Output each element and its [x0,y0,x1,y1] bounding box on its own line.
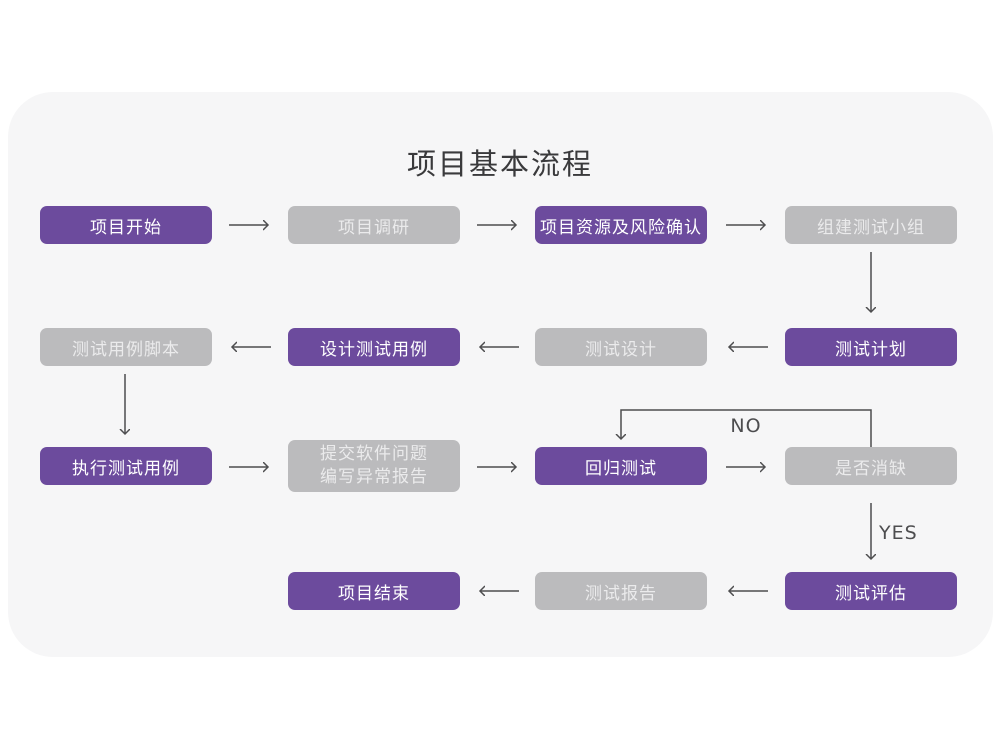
no-branch-label: NO [730,415,762,437]
yes-branch-label: YES [879,522,918,544]
diagram-panel [8,92,993,657]
node-test-plan: 测试计划 [785,328,957,366]
node-build-test-team: 组建测试小组 [785,206,957,244]
node-defect-cleared: 是否消缺 [785,447,957,485]
node-submit-issue-report-line1: 提交软件问题 [320,444,428,465]
node-project-end: 项目结束 [288,572,460,610]
node-test-report: 测试报告 [535,572,707,610]
node-project-start: 项目开始 [40,206,212,244]
node-test-design: 测试设计 [535,328,707,366]
node-resource-risk-confirm: 项目资源及风险确认 [535,206,707,244]
diagram-title: 项目基本流程 [406,147,593,181]
node-design-test-case: 设计测试用例 [288,328,460,366]
node-execute-test-case: 执行测试用例 [40,447,212,485]
node-test-evaluation: 测试评估 [785,572,957,610]
node-submit-issue-report-line2: 编写异常报告 [320,467,428,487]
node-regression-test: 回归测试 [535,447,707,485]
node-submit-issue-report: 提交软件问题 编写异常报告 [288,440,460,492]
node-project-research: 项目调研 [288,206,460,244]
node-test-case-script: 测试用例脚本 [40,328,212,366]
